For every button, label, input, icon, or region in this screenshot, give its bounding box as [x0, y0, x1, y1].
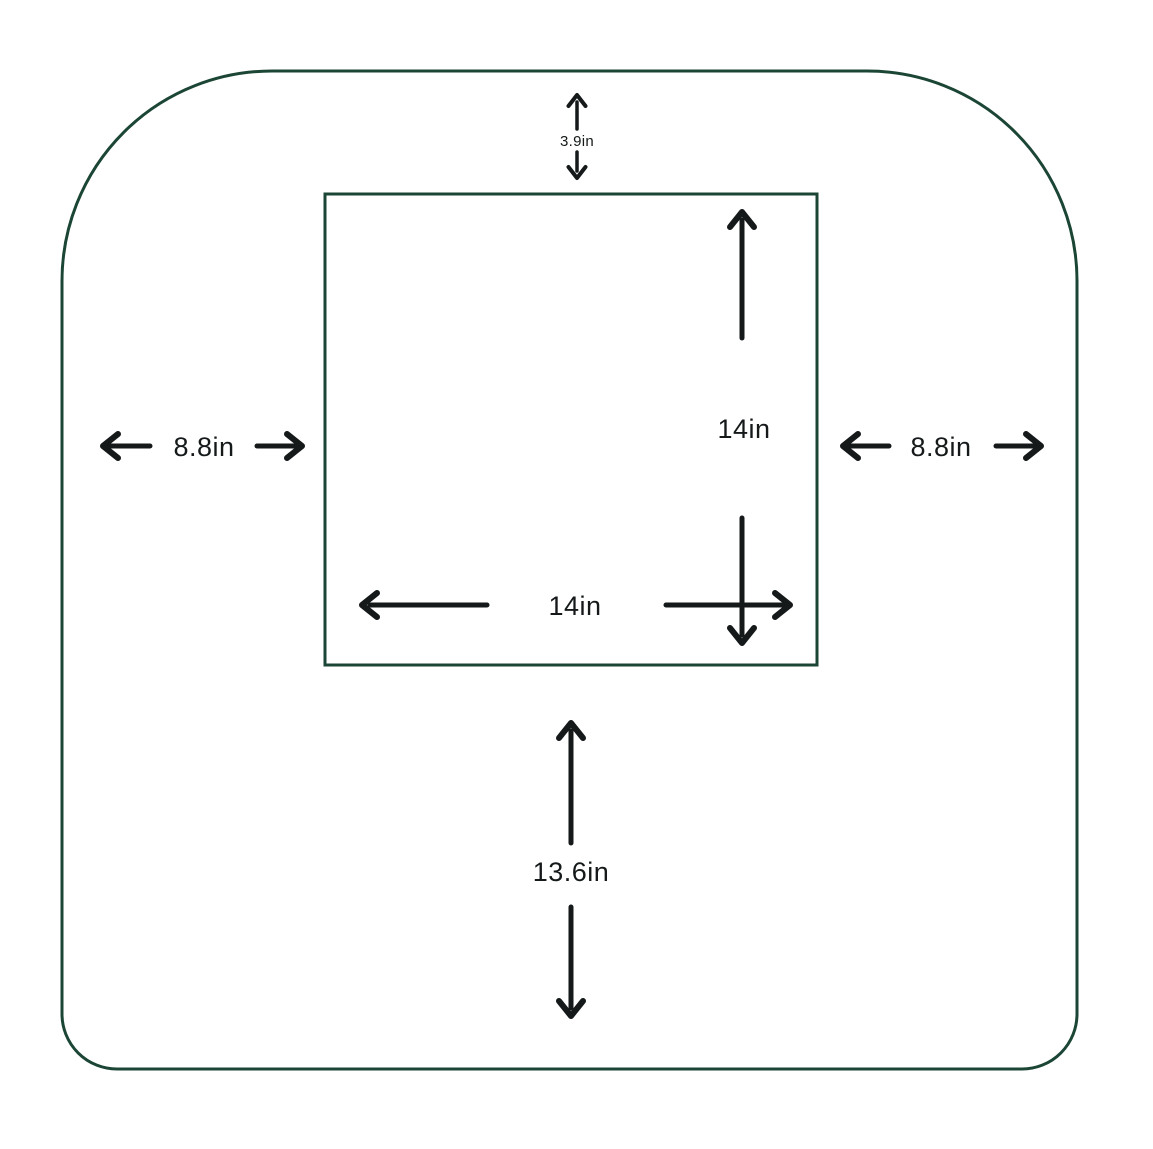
top-gap-down-arrow [566, 150, 588, 180]
right-gap-left-arrow [840, 431, 892, 461]
left-gap-label: 8.8in [173, 432, 234, 462]
bottom-gap-down-arrow [556, 904, 586, 1019]
outer-shape-outline [60, 69, 1079, 1071]
bottom-gap-up-arrow [556, 720, 586, 846]
bottom-gap-label: 13.6in [533, 857, 610, 887]
inner-height-up-arrow [727, 209, 757, 341]
left-gap-right-arrow [254, 431, 305, 461]
right-gap-label: 8.8in [910, 432, 971, 462]
dimension-labels: 3.9in 8.8in 8.8in 14in 14in 13.6in [173, 133, 971, 887]
top-gap-label: 3.9in [560, 133, 594, 150]
inner-width-label: 14in [548, 591, 601, 621]
inner-width-right-arrow [663, 590, 793, 620]
inner-square-outline [323, 192, 819, 667]
inner-height-down-arrow [727, 515, 757, 646]
dimension-arrows [100, 93, 1044, 1019]
inner-height-label: 14in [717, 414, 770, 444]
top-gap-up-arrow [566, 93, 588, 131]
inner-width-left-arrow [359, 590, 490, 620]
left-gap-left-arrow [100, 431, 153, 461]
right-gap-right-arrow [993, 431, 1044, 461]
